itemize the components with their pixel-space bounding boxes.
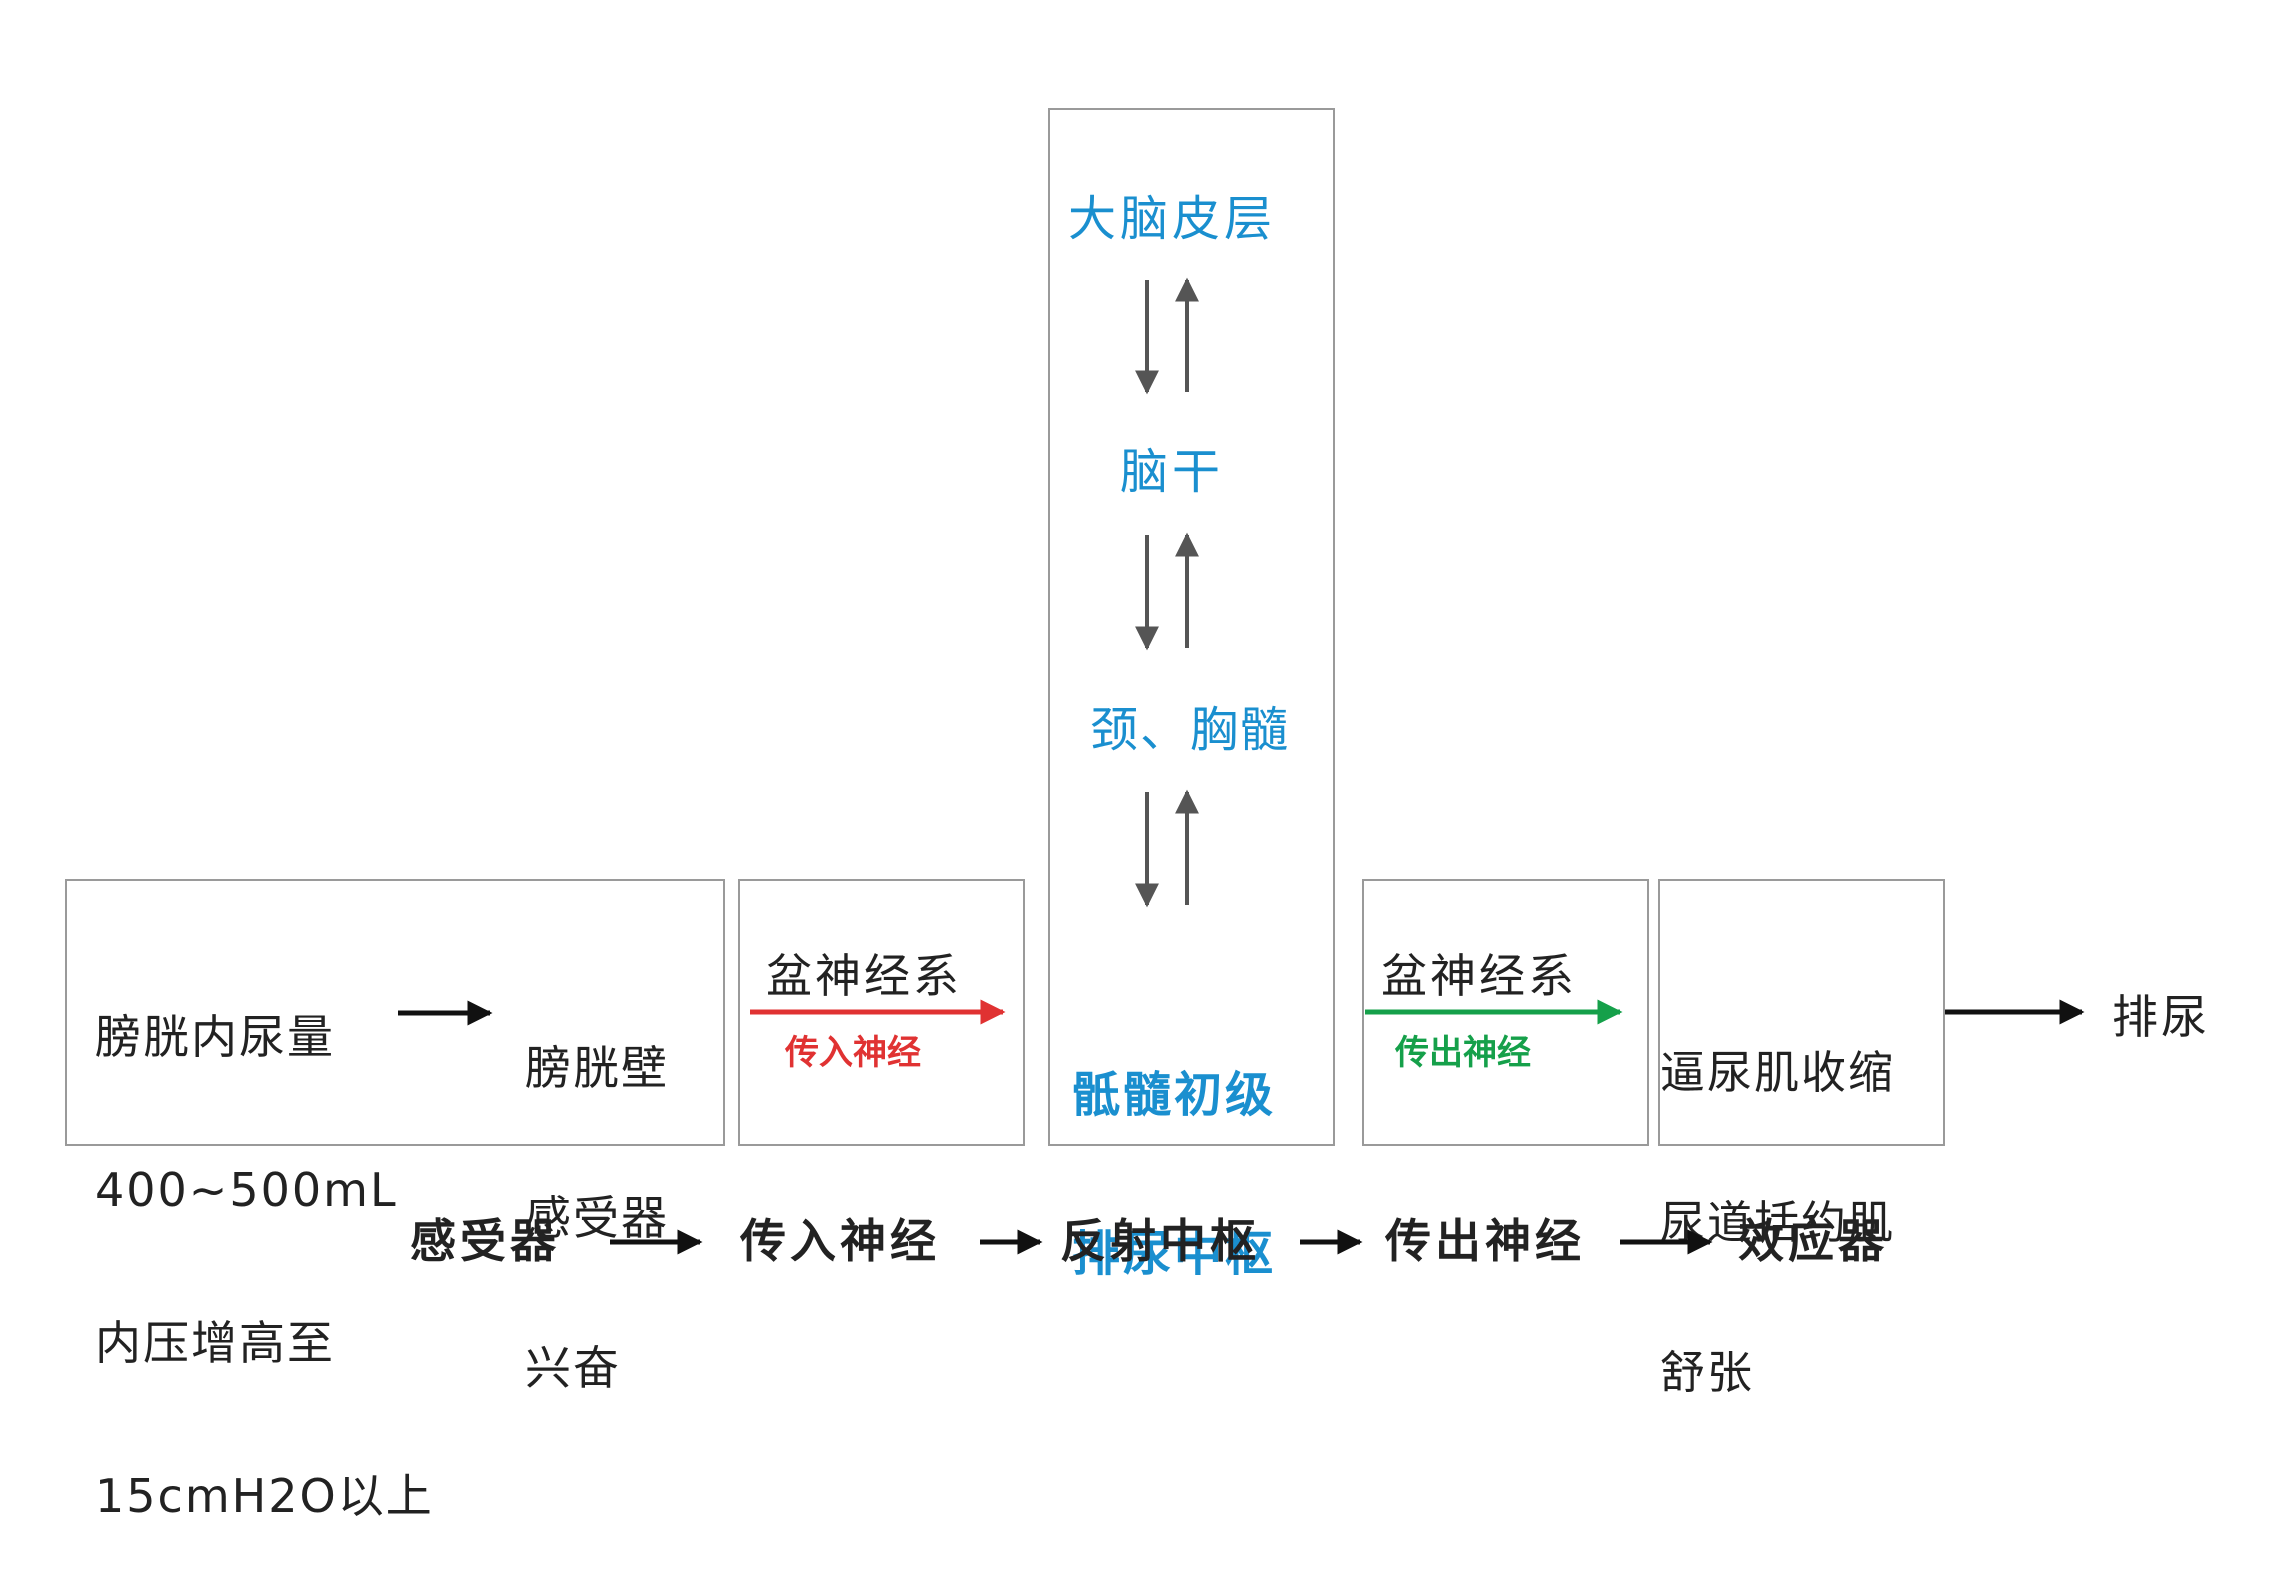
bladder-volume-text: 膀胱内尿量 400~500mL 内压增高至 15cmH2O以上	[95, 910, 434, 1573]
efferent-box	[1362, 879, 1649, 1146]
cerebral-cortex-label: 大脑皮层	[1068, 191, 1277, 247]
bladder-line-3: 内压增高至	[95, 1316, 335, 1370]
urination-label: 排尿	[2112, 990, 2210, 1044]
bladder-line-1: 膀胱内尿量	[95, 1010, 335, 1064]
brainstem-label: 脑干	[1120, 444, 1225, 500]
chain-afferent: 传入神经	[740, 1214, 940, 1268]
sacral-micturition-center: 骶髓初级 排尿中枢	[1072, 963, 1276, 1334]
sacral-center-line-2: 排尿中枢	[1072, 1226, 1277, 1282]
efferent-arrow-label: 传出神经	[1395, 1033, 1531, 1073]
afferent-box	[738, 879, 1025, 1146]
effector-line-1: 逼尿肌收缩	[1660, 1046, 1896, 1099]
sacral-center-line-1: 骶髓初级	[1072, 1067, 1277, 1123]
effector-line-3: 舒张	[1660, 1346, 1755, 1399]
receptor-line-3: 兴奋	[525, 1341, 621, 1395]
bladder-line-4: 15cmH2O以上	[95, 1469, 434, 1523]
receptor-box	[65, 879, 725, 1146]
effector-response-text: 逼尿肌收缩 尿道括约肌 舒张	[1660, 948, 1895, 1448]
receptor-line-1: 膀胱壁	[525, 1041, 669, 1095]
bladder-line-2: 400~500mL	[95, 1163, 398, 1217]
receptor-line-2: 感受器	[525, 1191, 669, 1245]
afferent-arrow-label: 传入神经	[785, 1033, 921, 1073]
afferent-nerve-name: 盆神经系	[766, 949, 962, 1003]
chain-center: 反射中枢	[1060, 1214, 1260, 1268]
chain-receptor: 感受器	[410, 1214, 560, 1268]
chain-efferent: 传出神经	[1385, 1214, 1585, 1268]
cervical-thoracic-cord-label: 颈、胸髓	[1090, 702, 1291, 758]
receptor-excitation-text: 膀胱壁 感受器 兴奋	[525, 943, 669, 1443]
effector-box	[1658, 879, 1945, 1146]
efferent-nerve-name: 盆神经系	[1381, 949, 1577, 1003]
chain-effector: 效应器	[1738, 1214, 1888, 1268]
